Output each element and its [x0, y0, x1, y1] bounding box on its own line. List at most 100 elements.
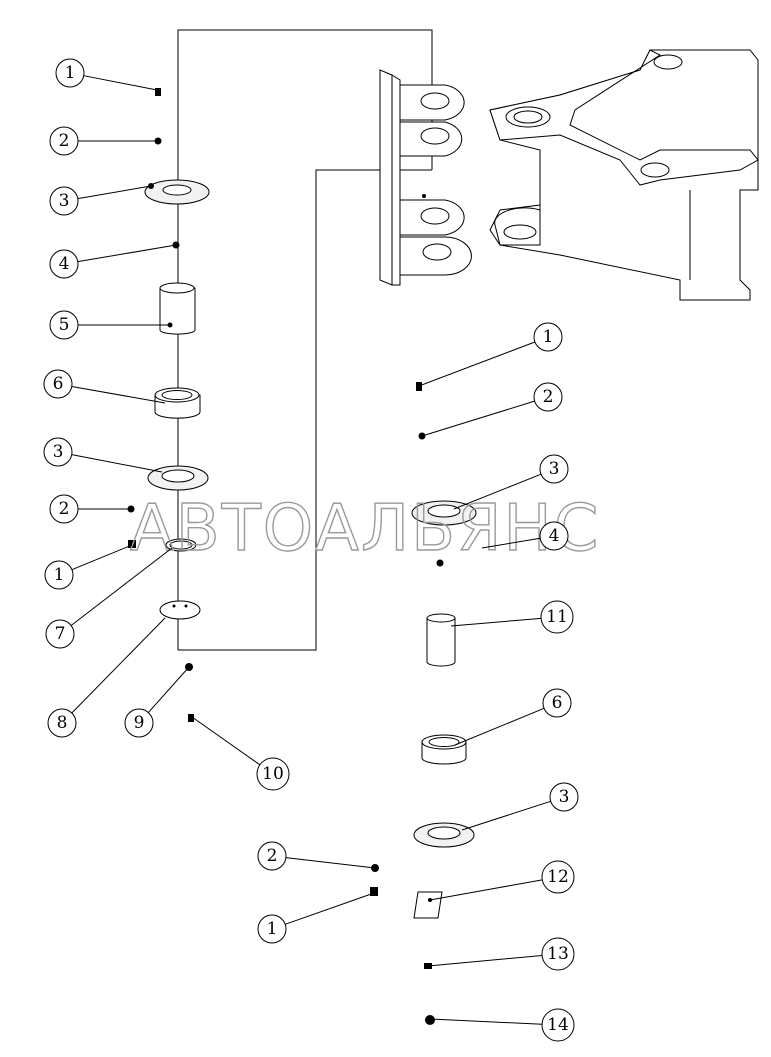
frame-pin-hole-1 — [653, 54, 683, 70]
callout-label: 3 — [53, 442, 64, 462]
callout-circle — [533, 322, 563, 352]
callout-circle — [541, 1008, 575, 1042]
callout-2: 2 — [49, 494, 79, 524]
leader-line — [461, 800, 551, 831]
flange-bore — [162, 184, 192, 196]
callout-circle — [257, 841, 287, 871]
bolt-part-2 — [128, 540, 136, 548]
flange-bore-r3b — [427, 826, 461, 840]
frame-top-plate — [489, 49, 759, 186]
callout-7: 7 — [45, 619, 75, 649]
assembly-line-right — [178, 169, 432, 651]
lug-hole-3 — [420, 207, 450, 225]
callout-3: 3 — [549, 782, 579, 812]
callout-6: 6 — [542, 688, 572, 718]
leader-line — [421, 400, 535, 437]
leader-line — [285, 857, 376, 869]
callout-5: 5 — [49, 310, 79, 340]
callout-circle — [49, 126, 79, 156]
callout-circle — [539, 521, 569, 551]
bolt-part — [155, 88, 161, 96]
callout-2: 2 — [533, 382, 563, 412]
nut-part-14 — [425, 1015, 435, 1025]
callout-circle — [257, 914, 287, 944]
callout-3: 3 — [49, 186, 79, 216]
leader-line — [71, 385, 166, 404]
callout-1: 1 — [533, 322, 563, 352]
callout-circle — [43, 437, 73, 467]
callout-label: 5 — [59, 315, 70, 335]
callout-circle — [55, 58, 85, 88]
frame-lower-bore — [503, 224, 537, 240]
callout-circle — [49, 310, 79, 340]
callout-label: 14 — [547, 1015, 569, 1035]
flange-bore-r3 — [427, 504, 461, 518]
callout-circle — [47, 708, 77, 738]
leader-line — [454, 707, 545, 746]
callout-circle — [49, 186, 79, 216]
callout-label: 11 — [546, 607, 568, 627]
callout-9: 9 — [124, 708, 154, 738]
callout-label: 12 — [547, 867, 569, 887]
leader-line — [481, 537, 541, 549]
callout-label: 2 — [59, 499, 70, 519]
callout-circle — [44, 560, 74, 590]
bolt-part-10 — [188, 714, 194, 722]
callout-label: 9 — [134, 713, 145, 733]
callout-circle — [124, 708, 154, 738]
right-stack — [370, 382, 477, 1025]
callout-label: 4 — [59, 254, 70, 274]
callout-11: 11 — [540, 600, 574, 634]
callout-label: 1 — [267, 919, 278, 939]
callout-2: 2 — [49, 126, 79, 156]
leader-line — [71, 617, 166, 714]
callout-8: 8 — [47, 708, 77, 738]
callout-12: 12 — [541, 860, 575, 894]
callout-10: 10 — [256, 757, 290, 791]
callout-label: 10 — [262, 764, 284, 784]
seal-ring-inner — [169, 540, 193, 550]
leader-line — [83, 75, 158, 91]
callout-13: 13 — [541, 937, 575, 971]
callout-label: 7 — [55, 624, 66, 644]
bolt-part-r1b — [370, 887, 378, 896]
callout-circle — [539, 454, 569, 484]
leader-line — [191, 716, 261, 766]
lug-hole-2 — [420, 127, 450, 145]
callout-label: 3 — [559, 787, 570, 807]
leader-line — [418, 341, 536, 387]
callout-label: 2 — [543, 387, 554, 407]
pin-part-r4 — [436, 559, 444, 567]
callout-circle — [542, 688, 572, 718]
ring-bore — [161, 390, 193, 400]
callout-circle — [256, 757, 290, 791]
bracket-plate-face — [391, 74, 401, 286]
bushing-part — [159, 287, 196, 335]
callout-14: 14 — [541, 1008, 575, 1042]
callout-2: 2 — [257, 841, 287, 871]
watermark: АВТОАЛЬЯНС — [130, 492, 600, 566]
plate-hole-1 — [172, 604, 176, 608]
pin-part-11 — [426, 617, 456, 667]
leader-line — [71, 544, 133, 571]
callout-label: 8 — [57, 713, 68, 733]
callout-3: 3 — [43, 437, 73, 467]
leader-line — [70, 547, 173, 626]
callout-label: 2 — [267, 846, 278, 866]
callout-circle — [533, 382, 563, 412]
callout-6: 6 — [43, 369, 73, 399]
callout-label: 6 — [53, 374, 64, 394]
frame-bore — [513, 110, 543, 124]
callout-label: 3 — [549, 459, 560, 479]
callout-circle — [45, 619, 75, 649]
leader-line — [77, 185, 152, 200]
lug-hole-1 — [420, 92, 450, 110]
callout-label: 3 — [59, 191, 70, 211]
mounting-bracket — [379, 69, 472, 286]
ring-bore-r6 — [428, 737, 460, 747]
callout-label: 2 — [59, 131, 70, 151]
flange-bore-2 — [161, 469, 195, 483]
